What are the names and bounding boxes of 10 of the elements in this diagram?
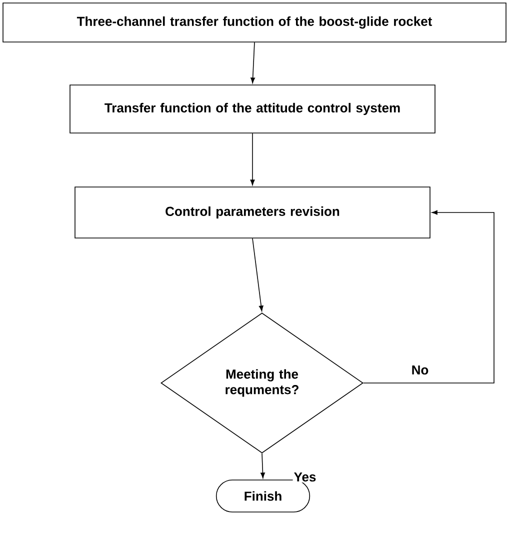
- process-box: Control parameters revision: [74, 186, 430, 238]
- process-box: Transfer function of the attitude control system: [70, 84, 436, 134]
- edge-label: No: [410, 364, 430, 376]
- process-box: Three-channel transfer function of the boost-glide rocket: [2, 2, 506, 42]
- arrow: [250, 133, 255, 186]
- arrow: [252, 238, 264, 312]
- arrow: [260, 453, 265, 478]
- arrow: [250, 42, 256, 84]
- edge-label: Yes: [292, 471, 318, 483]
- arrow: [363, 210, 494, 384]
